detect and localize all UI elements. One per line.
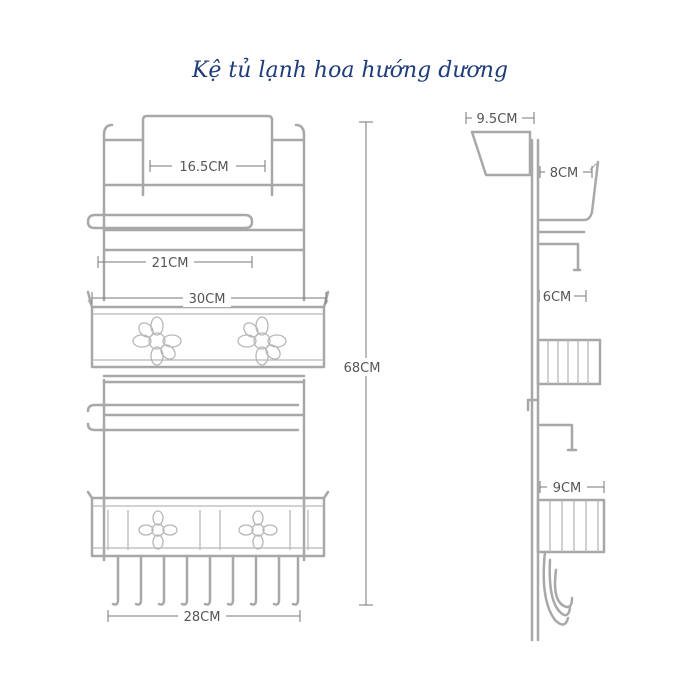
front-rail-bar xyxy=(86,213,254,230)
hook-row xyxy=(111,554,300,606)
product-title: Kệ tủ lạnh hoa hướng dương xyxy=(191,58,509,83)
bottom-basket xyxy=(90,496,326,558)
sunflower-ornament xyxy=(238,510,278,550)
middle-towel-bar xyxy=(86,403,300,432)
dim-side-bottom-basket-depth: 9CM xyxy=(553,481,582,496)
dim-side-hook-depth: 9.5CM xyxy=(477,112,518,127)
sunflower-ornament xyxy=(237,316,287,366)
side-middle-basket xyxy=(536,338,602,386)
side-top-hook xyxy=(470,130,532,177)
dim-front-top-width: 16.5CM xyxy=(179,160,228,175)
side-bottom-basket xyxy=(536,498,606,554)
sunflower-ornament xyxy=(138,510,178,550)
dim-side-middle-basket-depth: 6CM xyxy=(543,290,572,305)
dim-front-rail-width: 21CM xyxy=(152,256,189,271)
top-hanger-frame xyxy=(141,114,274,197)
dim-front-basket-width: 30CM xyxy=(189,292,226,307)
side-back-upright xyxy=(530,138,540,642)
dim-front-bottom-width: 28CM xyxy=(184,610,221,625)
dim-front-height: 68CM xyxy=(344,361,381,376)
upper-basket xyxy=(90,305,326,369)
front-view: 16.5CM 21CM 30CM 28CM 68CM xyxy=(86,114,390,625)
side-top-basket xyxy=(536,160,600,222)
sunflower-ornament xyxy=(132,316,182,366)
side-view: 9.5CM 8CM 6CM 9CM xyxy=(465,109,606,642)
dim-side-top-basket-depth: 8CM xyxy=(550,166,579,181)
side-curved-hooks xyxy=(542,550,574,626)
